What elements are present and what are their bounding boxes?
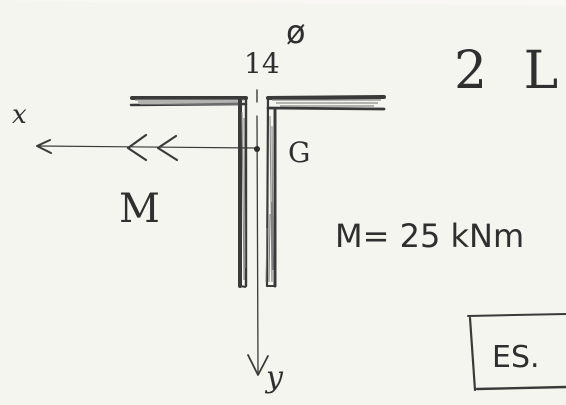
y-axis-label: y — [264, 360, 284, 395]
centroid-point — [254, 146, 260, 152]
moment-value-label: M= 25 kNm — [335, 217, 524, 255]
y-axis — [247, 89, 269, 376]
web-section — [238, 96, 277, 288]
top-flange — [129, 95, 386, 111]
moment-symbol-label: M — [119, 186, 160, 232]
boxed-note-text: ES. — [492, 340, 540, 375]
corner-number-label: 2 L — [454, 41, 566, 101]
x-axis-label: x — [12, 100, 27, 130]
profile-code-label: 14 — [244, 47, 280, 80]
boxed-note: ES. — [467, 313, 566, 392]
centroid-label: G — [288, 136, 310, 169]
x-axis — [36, 133, 260, 162]
diameter-label: ø — [286, 13, 306, 51]
